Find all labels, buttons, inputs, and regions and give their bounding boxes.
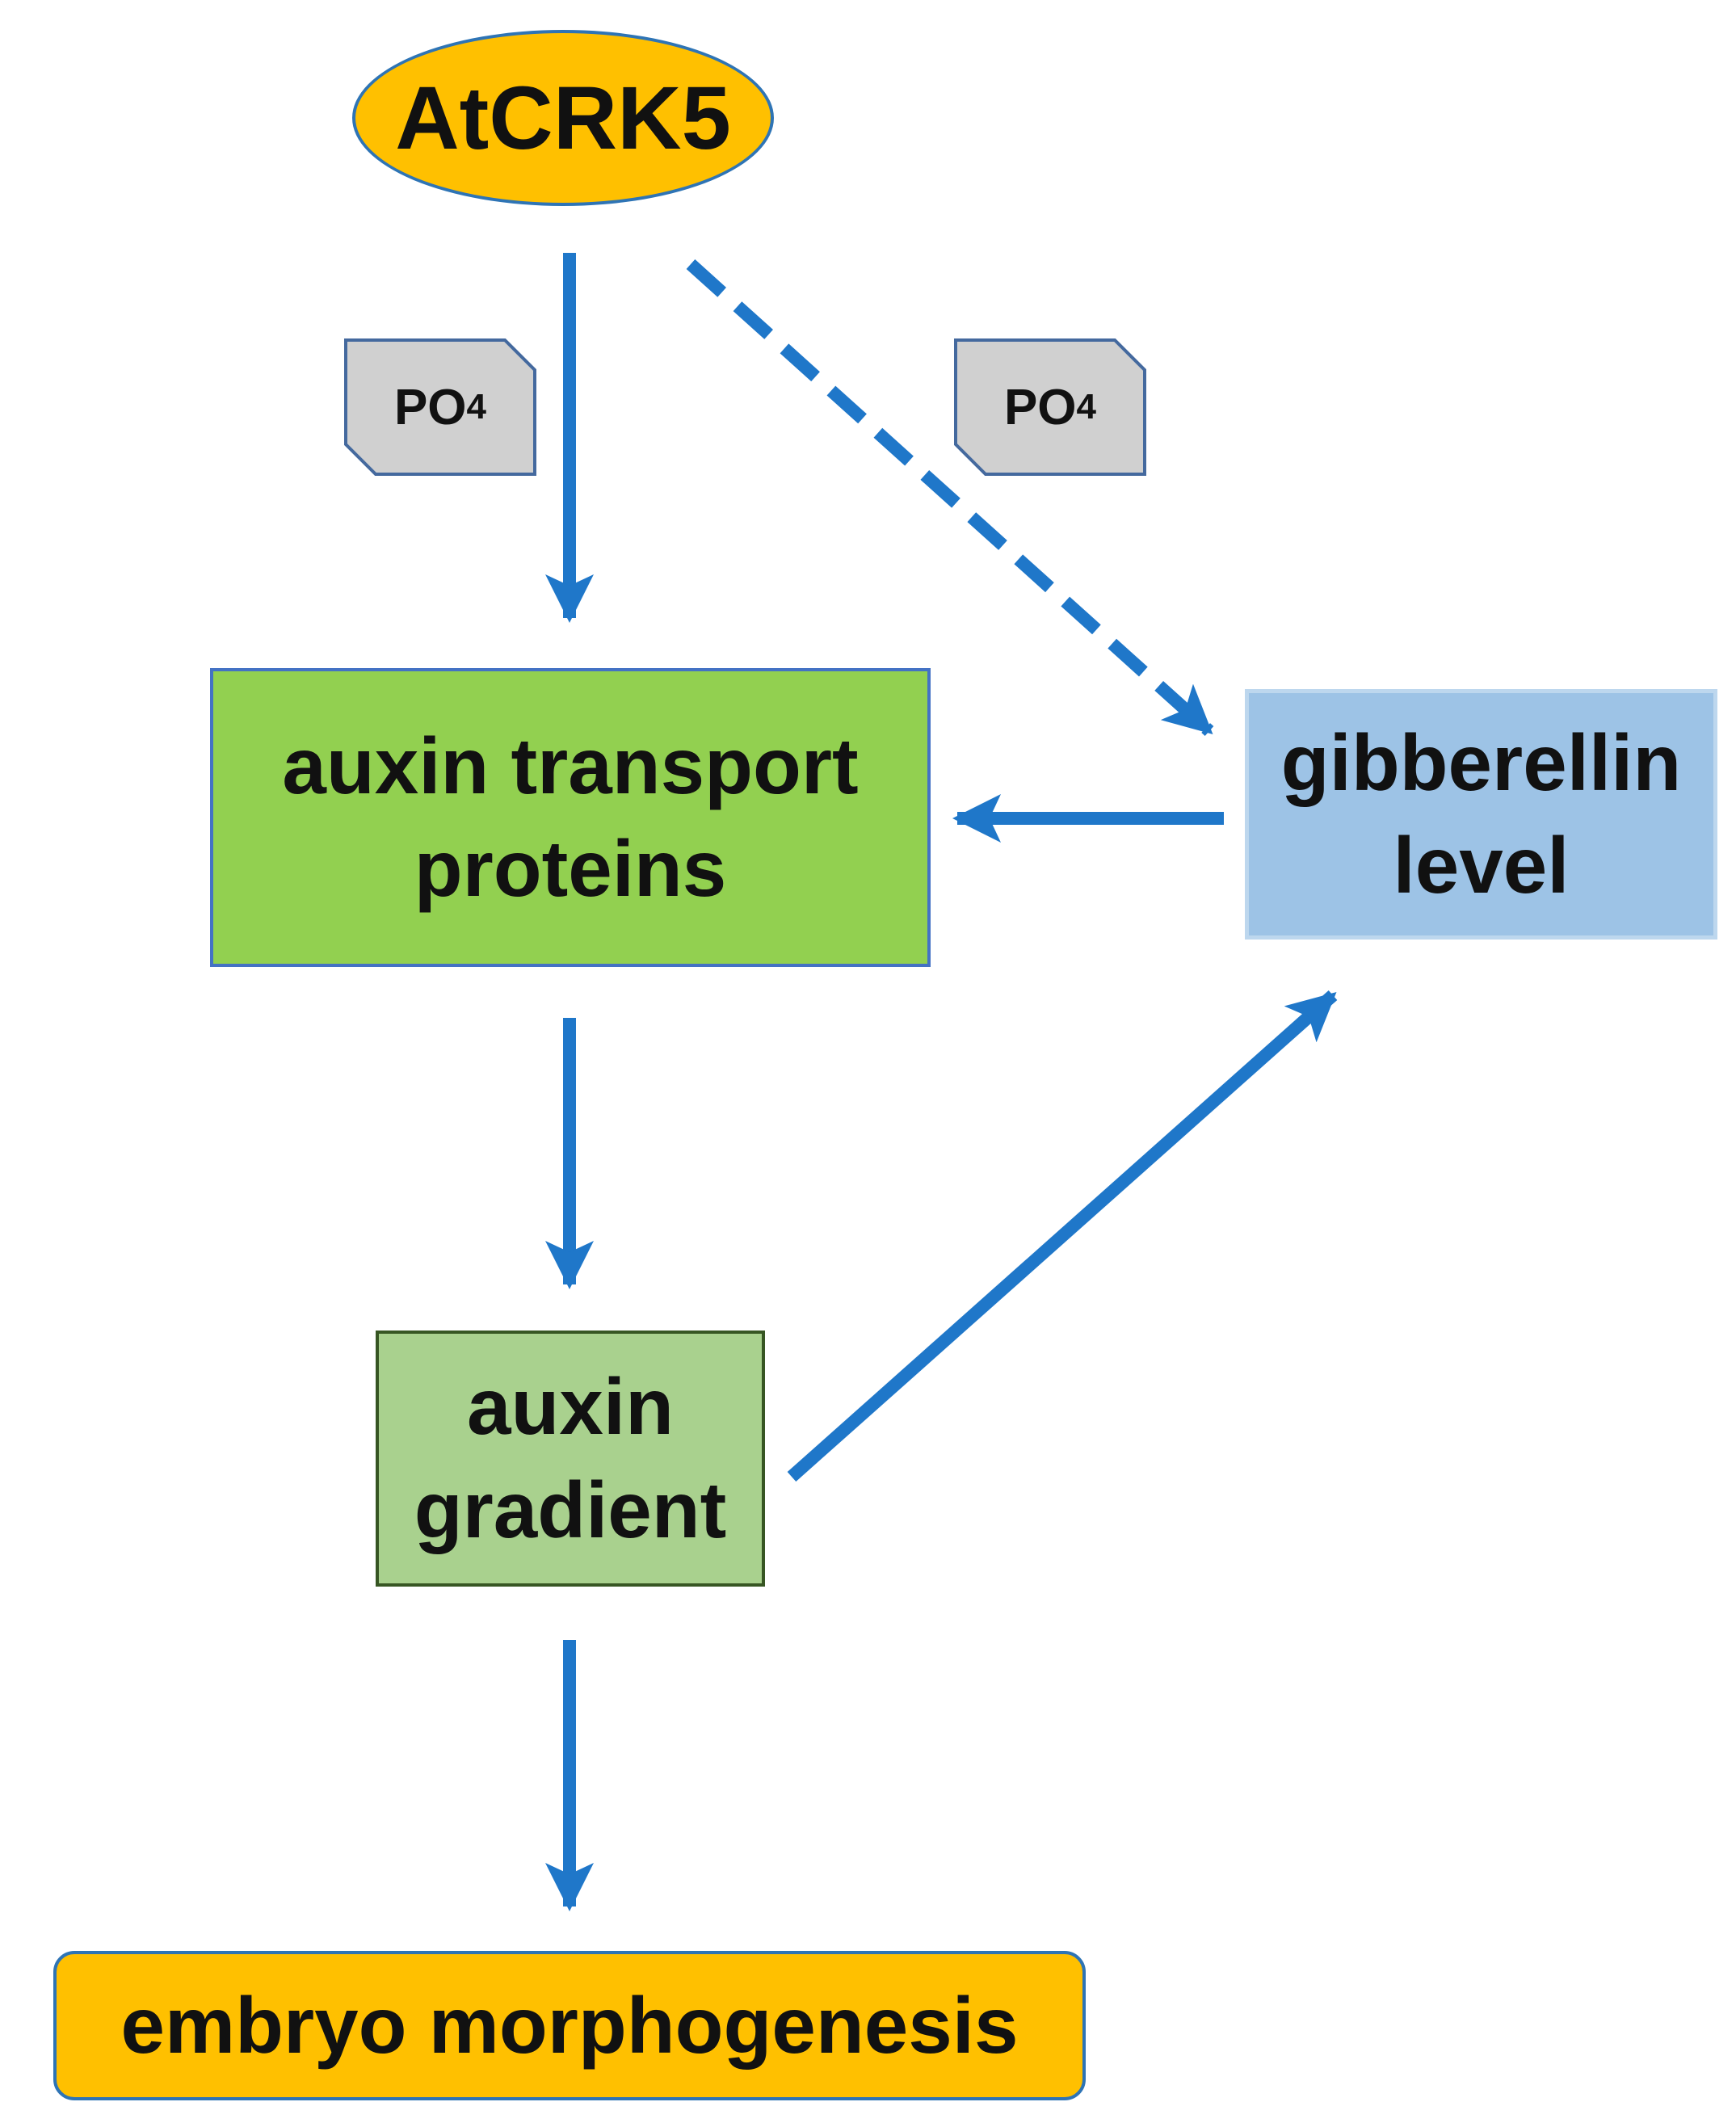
atcrk5-label: AtCRK5 (395, 68, 731, 168)
auxin-gradient-label-line2: gradient (414, 1465, 727, 1554)
auxin-transport-label-line1: auxin transport (282, 721, 859, 810)
auxin-transport-label-line2: proteins (414, 824, 727, 913)
gibberellin-label-line2: level (1393, 821, 1570, 910)
auxin-gradient-node: auxin gradient (376, 1331, 765, 1587)
embryo-label: embryo morphogenesis (120, 1980, 1019, 2070)
gibberellin-level-node: gibberellin level (1245, 689, 1717, 940)
arrow-gradient-to-gibberellin (787, 990, 1338, 1482)
auxin-transport-proteins-node: auxin transport proteins (210, 668, 931, 967)
embryo-morphogenesis-node: embryo morphogenesis (53, 1951, 1086, 2100)
po4-tag-shape (954, 338, 1146, 476)
arrow-atcrk5-to-gibberellin-dashed (686, 259, 1214, 736)
auxin-gradient-label-line1: auxin (467, 1362, 674, 1452)
gibberellin-label-line1: gibberellin (1280, 717, 1682, 807)
atcrk5-node: AtCRK5 (352, 30, 774, 206)
po4-tag-shape (344, 338, 536, 476)
